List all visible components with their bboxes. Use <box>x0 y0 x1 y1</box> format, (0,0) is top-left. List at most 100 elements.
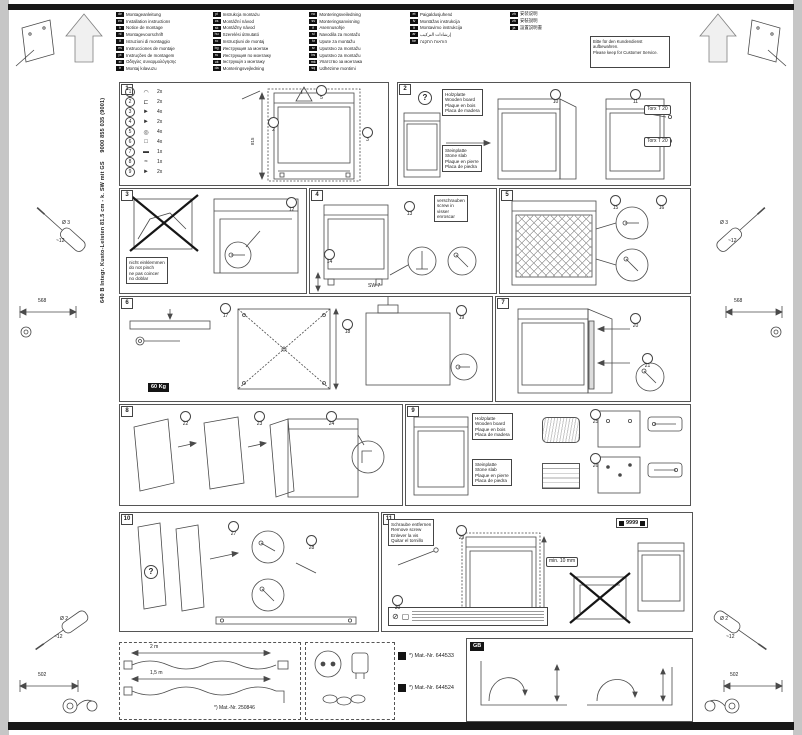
fine-print-lines <box>412 611 544 622</box>
panel-number: 9 <box>407 406 419 417</box>
note-line: Remove screw <box>391 527 422 533</box>
note-line: verschrauben <box>437 197 465 203</box>
note-line: Placa de piedra <box>445 164 477 170</box>
language-code-badge: da <box>212 66 221 72</box>
corner-arrow-diagram-top-left <box>15 13 103 67</box>
gb-badge: GB <box>470 642 485 651</box>
height-dimension: 815 <box>250 137 255 145</box>
hose-lengths-box: 2 m 1,5 m *) Mat.-Nr. 250846 <box>119 642 301 720</box>
language-item: cs Montážní návod <box>212 18 309 25</box>
note-line: no doblar <box>129 276 149 282</box>
language-title: Instrukcja montażu <box>222 11 260 17</box>
panel-number: 5 <box>501 190 513 201</box>
worktop-fixing-diagram <box>413 410 683 496</box>
language-title: Montážny návod <box>222 25 255 31</box>
panel-6-door-alignment: 6 60 Kg <box>119 296 493 402</box>
language-item: sl Navodila za montažo <box>309 31 405 38</box>
part-icon: ► <box>143 109 149 115</box>
part-quantity: 4x <box>157 139 163 145</box>
width-dimension-label: 568 <box>734 298 743 304</box>
language-code-badge: sl <box>309 32 318 38</box>
part-pictogram <box>398 652 406 660</box>
doc-number: 9000 855 035 (9001) <box>100 97 106 153</box>
note-line: Placa de madera <box>475 432 510 438</box>
parts-list-item: 3 ► 4x <box>123 107 235 117</box>
parts-list-item: 8 ≈ 1x <box>123 157 235 167</box>
doc-model: 640 B Integr. Kusto-Leisten 81.5 cm - k.… <box>100 161 106 303</box>
note-line: Holzplatte <box>475 415 496 421</box>
production-number: 9999 <box>626 520 639 526</box>
screwdriver-diagram <box>19 610 98 714</box>
door-template-diagram <box>511 200 649 286</box>
panel-number: 10 <box>121 514 133 525</box>
language-code-badge: ar <box>410 32 418 38</box>
part-number: 4 <box>125 117 135 127</box>
part-icon: ⊏ <box>143 99 149 106</box>
part-pictogram <box>398 684 406 692</box>
language-item: sv Monteringsanvisning <box>309 18 405 25</box>
language-code-badge: en <box>116 18 124 24</box>
margin-tool-bottom-right: Ø 2 ~12 502 <box>686 608 790 720</box>
packaging-note: ⊘ ▢ <box>388 607 548 626</box>
width-dimension-label: 502 <box>38 672 47 678</box>
parts-list-item: 6 □ 4x <box>123 137 235 147</box>
stone-texture-sample <box>542 463 580 489</box>
note-line: screw in <box>437 203 454 209</box>
note-line: Steinplatte <box>475 461 497 467</box>
drill-depth-label: ~12 <box>728 238 737 244</box>
language-code-badge: et <box>410 12 418 17</box>
note-line: Wooden board <box>445 97 476 103</box>
language-title: Instrucţiuni de montaj <box>222 39 265 45</box>
language-title: Udhëzime montimi <box>319 66 356 72</box>
drill-diameter-label: Ø 2 <box>60 616 69 622</box>
language-code-badge: fr <box>116 25 124 31</box>
part-number: 8 <box>125 157 135 167</box>
parts-list-item: 2 ⊏ 2x <box>123 97 235 107</box>
language-title: 安装说明 <box>520 11 538 17</box>
language-code-badge: sk <box>212 25 221 31</box>
part-number: 1 <box>125 87 135 97</box>
hose-length-label: 1,5 m <box>150 670 163 676</box>
material-number-row: *) Mat.-Nr. 644524 <box>398 684 454 692</box>
panel-number: 4 <box>311 190 323 201</box>
language-item: uk Інструкція з монтажу <box>212 59 309 66</box>
question-mark: ? <box>144 565 158 579</box>
language-item: pt Instruções de montagem <box>116 52 212 59</box>
bottom-trim-bar <box>8 722 794 730</box>
note-line: Steinplatte <box>445 147 467 153</box>
panel-number: 7 <box>497 298 509 309</box>
language-title: Szerelési útmutató <box>222 32 260 38</box>
language-item: sq Udhëzime montimi <box>309 65 405 72</box>
margin-tool-top-right: Ø 3 ~12 568 <box>690 196 790 348</box>
note-line: Plaque en pierre <box>475 472 509 478</box>
language-code-badge: ru <box>212 52 221 58</box>
panel-gb-drain-hose: GB <box>466 638 693 722</box>
language-code-badge: sr <box>309 45 318 51</box>
language-title: Paigaldusjuhend <box>420 11 453 17</box>
language-title: Uputstvo za montažu <box>319 45 361 51</box>
language-code-badge: pl <box>212 12 221 17</box>
note-line: do not pinch <box>129 265 155 271</box>
language-item: hr Upute za montažu <box>309 38 405 45</box>
top-trim-bar <box>8 4 794 10</box>
language-item: nl Montagevoorschrift <box>116 31 212 38</box>
language-title: Installation instructions <box>126 18 171 24</box>
language-item: et Paigaldusjuhend <box>410 11 506 18</box>
parts-list-item: 7 ▬ 1x <box>123 147 235 157</box>
template-hatch-pattern <box>516 215 592 277</box>
language-title: 安裝說明 <box>520 18 538 24</box>
screwdriver-diagram <box>716 207 783 338</box>
drill-diameter-label: Ø 3 <box>62 220 71 226</box>
panel-number: 8 <box>121 406 133 417</box>
plug-and-chain-box <box>305 642 395 720</box>
drill-depth-label: ~12 <box>726 634 735 640</box>
margin-tool-top-left: Ø 3 ~12 568 <box>12 196 112 348</box>
language-code-badge: bg <box>212 45 221 51</box>
language-title: Istruzioni di montaggio <box>126 39 170 45</box>
language-code-badge: tr <box>116 66 124 72</box>
drill-diameter-label: Ø 3 <box>720 220 729 226</box>
